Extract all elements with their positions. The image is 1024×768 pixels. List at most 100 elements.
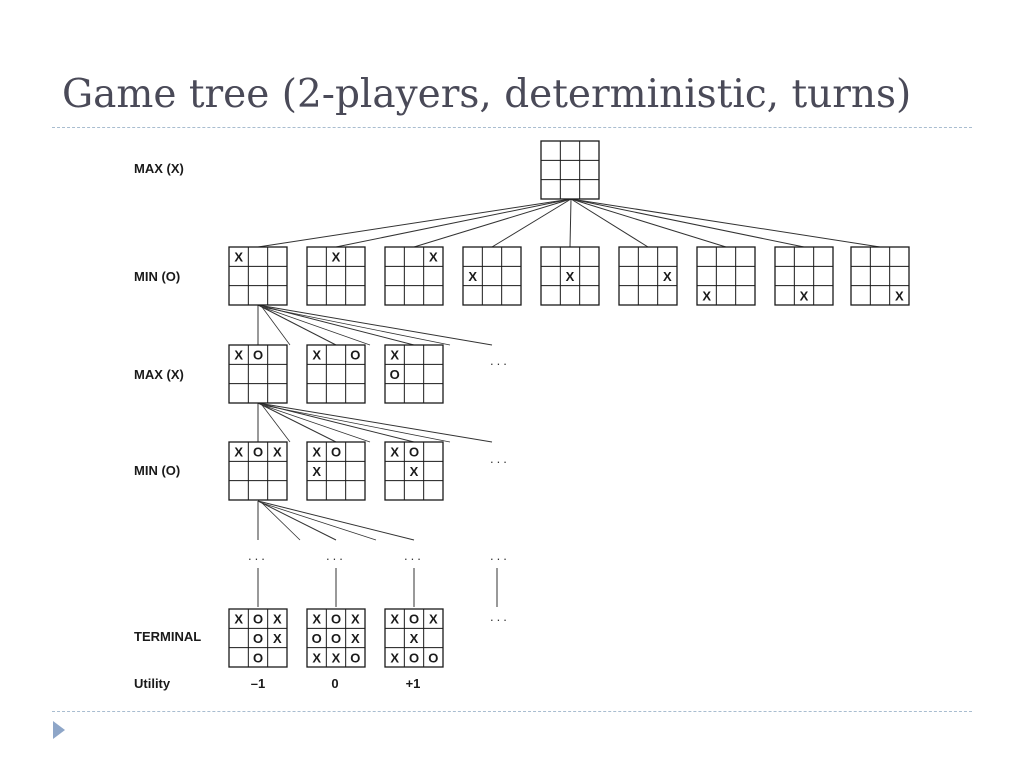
board-frame: [850, 246, 910, 306]
bullet-triangle-icon: [53, 721, 65, 739]
board-frame: [540, 246, 600, 306]
mark-x: X: [273, 612, 282, 627]
tree-edge: [257, 402, 493, 443]
board-level-1: X: [850, 246, 910, 306]
mark-o: O: [350, 650, 360, 665]
mark-x: X: [410, 464, 419, 479]
mark-x: X: [390, 445, 399, 460]
tree-edge: [570, 198, 727, 248]
board-level-1: X: [696, 246, 756, 306]
level-label-terminal: TERMINAL: [134, 629, 202, 644]
tree-edge: [335, 198, 572, 248]
tree-edge: [257, 500, 415, 541]
mark-x: X: [390, 612, 399, 627]
title-divider: [52, 127, 972, 128]
tree-edge: [261, 502, 301, 541]
mark-x: X: [351, 612, 360, 627]
tree-edge: [261, 404, 291, 443]
level-label-max-1: MAX (X): [134, 161, 184, 176]
board-level-1: X: [228, 246, 288, 306]
board-frame: [384, 344, 444, 404]
tree-edge: [261, 306, 371, 346]
board-frame: [462, 246, 522, 306]
board-frame: [228, 246, 288, 306]
tree-edge: [570, 198, 805, 248]
mark-x: X: [895, 288, 904, 303]
tree-edge: [257, 198, 572, 248]
mark-o: O: [409, 650, 419, 665]
tree-edge: [257, 500, 337, 541]
mark-o: O: [390, 367, 400, 382]
tree-edge: [257, 402, 337, 443]
mark-x: X: [234, 445, 243, 460]
board-frame: [306, 246, 366, 306]
root-board: [540, 140, 600, 200]
board-frame: [306, 344, 366, 404]
board-level-1: X: [540, 246, 600, 306]
mark-x: X: [390, 348, 399, 363]
tree-edge: [261, 306, 291, 346]
board-level-1: X: [618, 246, 678, 306]
mark-o: O: [253, 348, 263, 363]
tree-edge: [261, 306, 451, 346]
ellipsis: ...: [404, 548, 424, 563]
mark-o: O: [253, 631, 263, 646]
board-frame: [618, 246, 678, 306]
level-label-max-2: MAX (X): [134, 367, 184, 382]
tree-edge: [569, 198, 572, 248]
tree-edge: [257, 304, 337, 346]
mark-x: X: [332, 250, 341, 265]
board-frame: [384, 441, 444, 501]
mark-x: X: [468, 269, 477, 284]
tree-edge: [257, 304, 493, 346]
mark-o: O: [409, 612, 419, 627]
board-frame: [384, 246, 444, 306]
mark-o: O: [312, 631, 322, 646]
mark-x: X: [566, 269, 575, 284]
tree-edge: [413, 198, 572, 248]
ellipsis: ...: [490, 609, 510, 624]
mark-o: O: [350, 348, 360, 363]
mark-x: X: [351, 631, 360, 646]
level-label-utility: Utility: [134, 676, 171, 691]
mark-x: X: [234, 612, 243, 627]
level-label-min-2: MIN (O): [134, 463, 181, 478]
board-level-1: X: [462, 246, 522, 306]
board-level-1: X: [384, 246, 444, 306]
footer-divider: [52, 711, 972, 712]
ellipsis: ...: [490, 451, 510, 466]
board-frame: [228, 441, 288, 501]
board-frame: [696, 246, 756, 306]
mark-x: X: [312, 612, 321, 627]
tree-edge: [261, 502, 377, 541]
mark-o: O: [331, 612, 341, 627]
mark-x: X: [273, 631, 282, 646]
mark-x: X: [273, 445, 282, 460]
mark-o: O: [253, 650, 263, 665]
tree-edge: [261, 404, 371, 443]
mark-o: O: [409, 445, 419, 460]
mark-x: X: [312, 464, 321, 479]
board-frame: [306, 608, 366, 668]
mark-o: O: [331, 631, 341, 646]
mark-x: X: [234, 348, 243, 363]
mark-x: X: [429, 250, 438, 265]
tree-edge: [570, 198, 649, 248]
mark-x: X: [800, 288, 809, 303]
ellipsis: ...: [490, 548, 510, 563]
utility-value: 0: [331, 676, 339, 691]
tree-edge: [261, 404, 451, 443]
level-label-min-1: MIN (O): [134, 269, 181, 284]
tree-edge: [491, 198, 572, 248]
mark-o: O: [253, 612, 263, 627]
mark-x: X: [702, 288, 711, 303]
mark-o: O: [253, 445, 263, 460]
mark-x: X: [234, 250, 243, 265]
mark-x: X: [312, 445, 321, 460]
board-level-1: X: [774, 246, 834, 306]
